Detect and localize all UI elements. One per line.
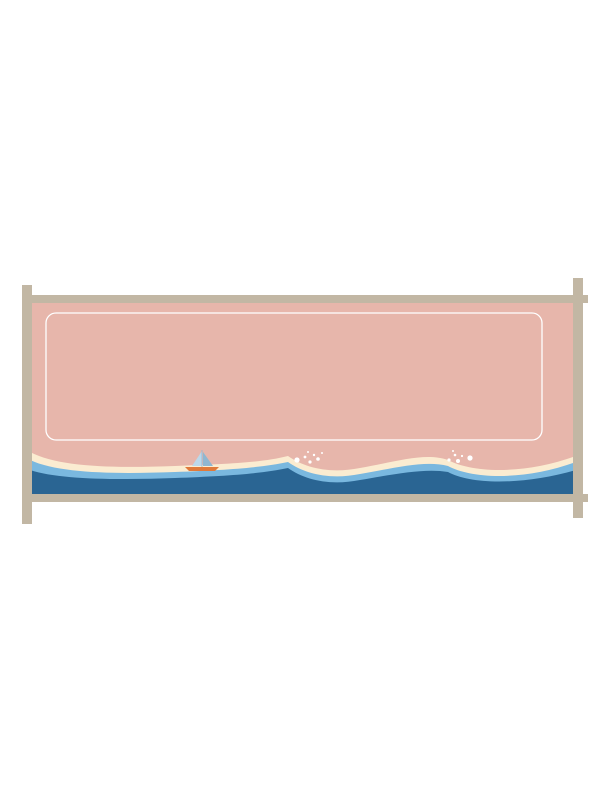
sea-spray-icon bbox=[447, 450, 473, 463]
text-box-outline bbox=[45, 312, 543, 441]
sea-spray-icon bbox=[294, 451, 323, 464]
sea-waves bbox=[30, 452, 576, 500]
frame-bottom-bar bbox=[22, 494, 588, 502]
frame-left-post bbox=[22, 285, 32, 524]
deep-wave bbox=[30, 468, 576, 500]
frame-right-post bbox=[573, 278, 583, 518]
frame-top-bar bbox=[22, 295, 588, 303]
sailboat-icon bbox=[185, 450, 219, 471]
